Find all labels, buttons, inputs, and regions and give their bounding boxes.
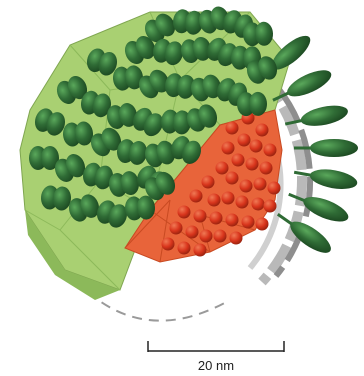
granule xyxy=(200,230,213,243)
granule xyxy=(264,200,277,213)
granule xyxy=(178,242,191,255)
surface-spike xyxy=(160,109,192,135)
side-spike-head xyxy=(308,166,358,192)
granule xyxy=(194,244,207,257)
granule xyxy=(216,162,229,175)
granule xyxy=(260,162,273,175)
side-spike-head xyxy=(299,102,350,130)
granule xyxy=(194,210,207,223)
granule xyxy=(190,190,203,203)
granule xyxy=(264,144,277,157)
surface-spike xyxy=(62,121,94,148)
granule xyxy=(268,182,281,195)
granule xyxy=(246,158,259,171)
granule xyxy=(178,206,191,219)
granule xyxy=(186,226,199,239)
granule xyxy=(202,176,215,189)
granule xyxy=(252,198,265,211)
surface-spike xyxy=(40,185,72,212)
granule xyxy=(226,172,239,185)
granule xyxy=(254,178,267,191)
surface-spike xyxy=(29,146,59,170)
granule xyxy=(214,230,227,243)
granule xyxy=(226,214,239,227)
surface-spike xyxy=(124,195,156,221)
granule xyxy=(162,238,175,251)
surface-spike xyxy=(243,21,274,46)
side-spike-head xyxy=(310,139,358,157)
granule xyxy=(222,192,235,205)
granule xyxy=(238,134,251,147)
scale-bar-label: 20 nm xyxy=(198,358,234,373)
granule xyxy=(222,142,235,155)
granule xyxy=(230,232,243,245)
granule xyxy=(170,222,183,235)
scale-bar: 20 nm xyxy=(148,341,284,373)
granule xyxy=(242,216,255,229)
granule xyxy=(226,122,239,135)
granule xyxy=(240,180,253,193)
granule xyxy=(208,194,221,207)
granule xyxy=(236,196,249,209)
granule xyxy=(232,154,245,167)
granule xyxy=(210,212,223,225)
surface-spike xyxy=(237,92,267,117)
granule xyxy=(256,218,269,231)
granule xyxy=(256,124,269,137)
cutaway-dashed-outline xyxy=(88,292,230,321)
granule xyxy=(250,140,263,153)
side-spike-head xyxy=(284,65,335,102)
